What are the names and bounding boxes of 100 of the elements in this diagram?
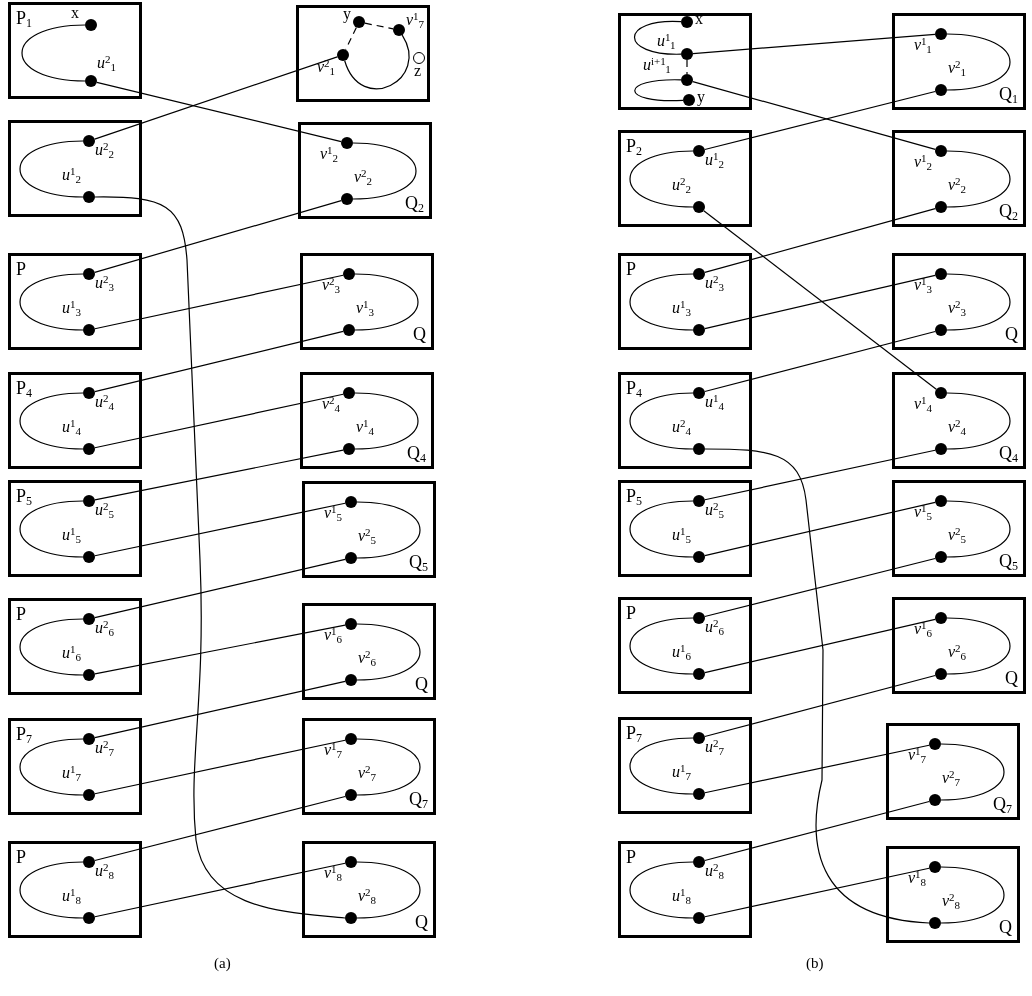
curve-edge [946, 500, 1011, 558]
box-label: P [16, 848, 26, 866]
edge-line [96, 81, 342, 143]
edge-line [94, 862, 346, 918]
region-box [302, 481, 436, 578]
region-box [302, 718, 436, 815]
region-box [886, 846, 1020, 943]
edge-line [94, 56, 338, 140]
box-label: P [626, 260, 636, 278]
curve-edge [629, 273, 694, 331]
edge-line [94, 200, 342, 273]
curve-edge [19, 500, 84, 558]
box-label: Q$_{4}$ [407, 444, 426, 462]
panel-caption: (b) [806, 956, 824, 971]
edge-line [94, 558, 346, 619]
curve-edge [19, 392, 84, 450]
box-label: P$_{5}$ [626, 487, 642, 505]
curve-edge [946, 33, 1011, 91]
curve-edge [629, 392, 694, 450]
edge-line [94, 393, 344, 449]
curve-edge [356, 861, 421, 919]
wavy-edge-line [94, 196, 346, 919]
box-label: P$_{7}$ [626, 724, 642, 742]
box-label: P$_{4}$ [626, 379, 642, 397]
vertex-label: y [697, 89, 705, 105]
edge-line [94, 795, 346, 862]
region-box [618, 372, 752, 469]
curve-edge [356, 738, 421, 796]
region-box [618, 480, 752, 577]
edge-line [704, 618, 936, 674]
curve-edge [19, 738, 84, 796]
curve-edge [629, 861, 694, 919]
box-label: Q$_{2}$ [405, 194, 424, 212]
curve-edge [354, 392, 419, 450]
edge-line [94, 680, 346, 739]
curve-edge [356, 501, 421, 559]
region-box [8, 718, 142, 815]
box-label: P$_{4}$ [16, 379, 32, 397]
region-box [298, 122, 432, 219]
curve-edge [946, 392, 1011, 450]
edge-line [704, 867, 930, 918]
box-label: Q [1005, 669, 1018, 687]
box-label: Q [413, 325, 426, 343]
curve-edge [344, 34, 410, 90]
region-box [618, 841, 752, 938]
curve-edge [634, 79, 684, 102]
edge-line [692, 81, 936, 150]
box-label: P$_{7}$ [16, 725, 32, 743]
box-label: Q$_{7}$ [993, 795, 1012, 813]
region-box [618, 597, 752, 694]
region-box [618, 13, 752, 110]
region-box [300, 372, 434, 469]
curve-edge [940, 743, 1005, 801]
region-box [302, 603, 436, 700]
edge-line [94, 502, 346, 557]
vertex-label: y [343, 6, 351, 22]
edge-line [704, 674, 936, 738]
box-label: Q$_{5}$ [999, 552, 1018, 570]
region-box [892, 130, 1026, 227]
edge-line [704, 744, 930, 794]
box-label: P$_{5}$ [16, 487, 32, 505]
region-box [8, 253, 142, 350]
box-label: P [16, 605, 26, 623]
curve-edge [946, 617, 1011, 675]
curve-edge [629, 150, 694, 208]
edge-line [704, 501, 936, 557]
box-label: Q [1005, 325, 1018, 343]
edge-line [94, 739, 346, 795]
edge-line [704, 800, 930, 862]
box-label: Q$_{4}$ [999, 444, 1018, 462]
dashed-edge-line [686, 59, 688, 75]
region-box [618, 130, 752, 227]
region-box [892, 480, 1026, 577]
dashed-edge-line [364, 22, 394, 30]
box-label: Q$_{5}$ [409, 553, 428, 571]
region-box [892, 13, 1026, 110]
box-label: P$_{2}$ [626, 137, 642, 155]
region-box [8, 120, 142, 217]
curve-edge [19, 618, 84, 676]
region-box [8, 480, 142, 577]
box-label: P [626, 848, 636, 866]
box-label: Q$_{7}$ [409, 790, 428, 808]
edge-line [704, 208, 936, 273]
curve-edge [940, 866, 1005, 924]
edge-line [94, 449, 344, 501]
region-box [8, 841, 142, 938]
edge-line [704, 449, 936, 501]
edge-line [94, 330, 344, 393]
box-label: Q$_{1}$ [999, 85, 1018, 103]
curve-edge [633, 20, 682, 55]
region-box [302, 841, 436, 938]
box-label: P [16, 260, 26, 278]
wavy-edge-line [704, 448, 930, 924]
curve-edge [356, 623, 421, 681]
edge-line [704, 274, 936, 330]
region-box [618, 253, 752, 350]
box-label: Q [415, 675, 428, 693]
edge-line [703, 210, 937, 390]
edge-line [692, 33, 936, 55]
vertex-label: x [71, 5, 79, 21]
